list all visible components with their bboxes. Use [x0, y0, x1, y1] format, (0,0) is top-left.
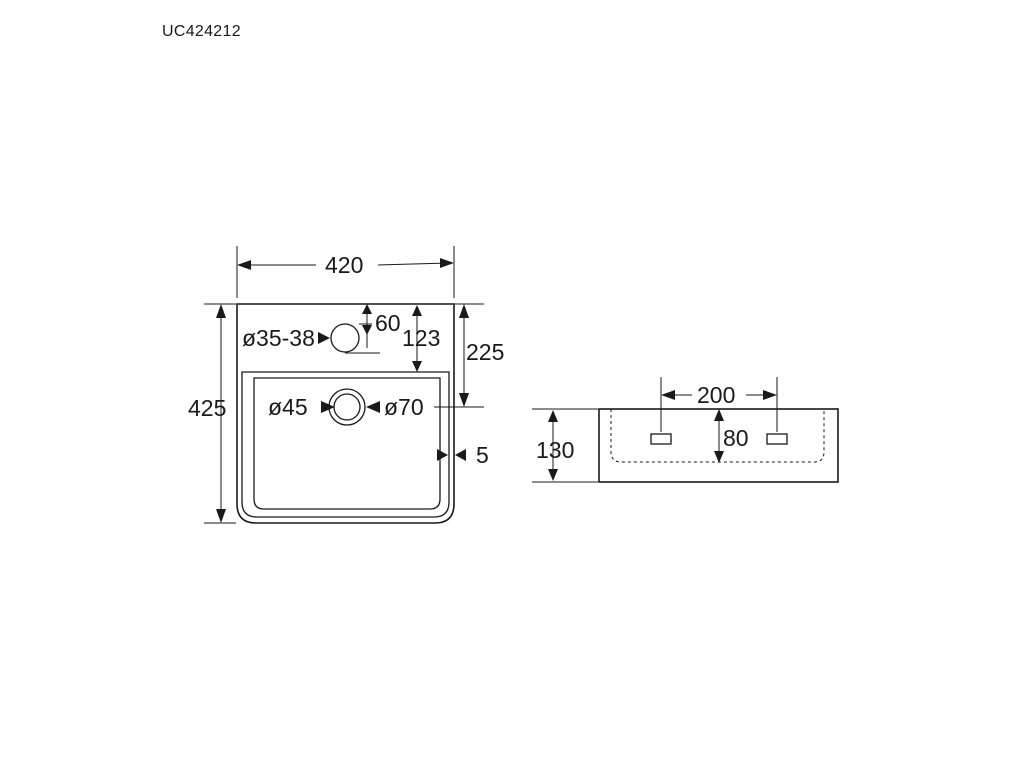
tap-hole-offset-label: 60	[375, 310, 401, 336]
height-dimension-label: 425	[188, 395, 226, 421]
side-height-label: 130	[536, 437, 574, 463]
side-outline	[598, 408, 839, 483]
back-to-drain-label: 225	[466, 339, 504, 365]
mounting-slot-left	[650, 433, 672, 445]
width-dimension-label: 420	[325, 252, 363, 278]
drain-diameter-label: ø45	[268, 394, 308, 420]
drain-outer-diameter-label: ø70	[384, 394, 424, 420]
tap-hole-diameter-label: ø35-38	[242, 325, 315, 351]
mounting-spacing-label: 200	[697, 382, 735, 408]
bowl-inner-outline	[253, 377, 441, 510]
drain-inner	[333, 393, 361, 421]
basin-outline	[236, 303, 455, 524]
mounting-height-label: 80	[723, 425, 749, 451]
tap-hole	[330, 323, 360, 353]
tap-hole-to-bowl-label: 123	[402, 325, 440, 351]
top-view: 420 425 ø35-38 60 123 225 ø45	[188, 246, 504, 524]
side-view: 200 80 130	[532, 377, 839, 483]
mounting-slot-right	[766, 433, 788, 445]
wall-thickness-label: 5	[476, 442, 489, 468]
model-code: UC424212	[162, 23, 241, 40]
hidden-bowl-profile	[610, 409, 825, 463]
bowl-outer-outline	[241, 371, 450, 518]
